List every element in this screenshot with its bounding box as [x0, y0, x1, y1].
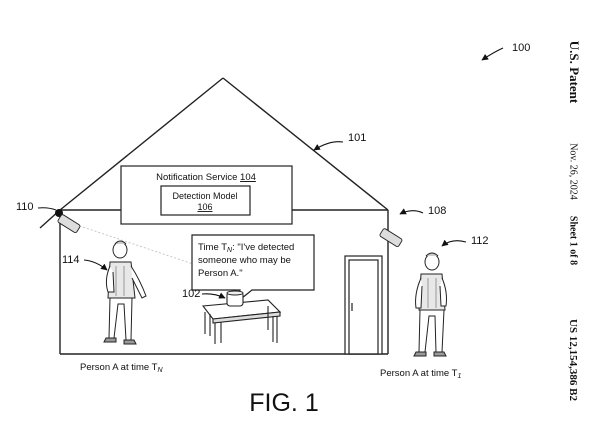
table: [201, 299, 282, 344]
door: [344, 255, 383, 355]
detection-model-box: [160, 185, 251, 216]
ref-101: 101: [348, 132, 366, 144]
ref-102: 102: [182, 288, 200, 300]
arrow-108: [399, 208, 424, 215]
person-left-caption: Person A at time TN: [80, 362, 163, 374]
camera-right-icon: [379, 228, 403, 247]
smart-speaker-device: [226, 290, 244, 307]
ref-114: 114: [62, 254, 80, 266]
speech-bubble-text: Time TN: "I've detected someone who may …: [198, 242, 297, 279]
patent-title: U.S. Patent: [567, 40, 582, 104]
person-right-figure: [413, 252, 447, 357]
camera-left-icon: [55, 209, 81, 233]
person-left-figure: [103, 240, 147, 345]
notification-service-label: Notification Service 104: [156, 172, 256, 183]
detection-model-label: Detection Model: [172, 191, 237, 201]
ref-112: 112: [471, 235, 489, 247]
figure-caption: FIG. 1: [249, 389, 318, 417]
patent-sheet: Sheet 1 of 8: [567, 215, 579, 266]
ref-110: 110: [16, 201, 34, 213]
ref-100: 100: [512, 42, 530, 54]
person-right-caption: Person A at time T1: [380, 368, 461, 380]
arrow-112: [441, 239, 467, 247]
arrow-102: [201, 292, 226, 299]
patent-number: US 12,154,386 B2: [567, 319, 579, 401]
arrow-100: [481, 47, 504, 61]
reference-arrows: [37, 47, 504, 299]
arrow-110: [37, 207, 57, 211]
notification-service-box: [120, 165, 293, 225]
arrow-114: [83, 259, 108, 271]
ref-108: 108: [428, 205, 446, 217]
arrow-101: [313, 141, 344, 151]
detection-model-ref: 106: [197, 202, 212, 212]
speech-bubble: [191, 234, 315, 304]
camera-view-line: [67, 221, 206, 269]
